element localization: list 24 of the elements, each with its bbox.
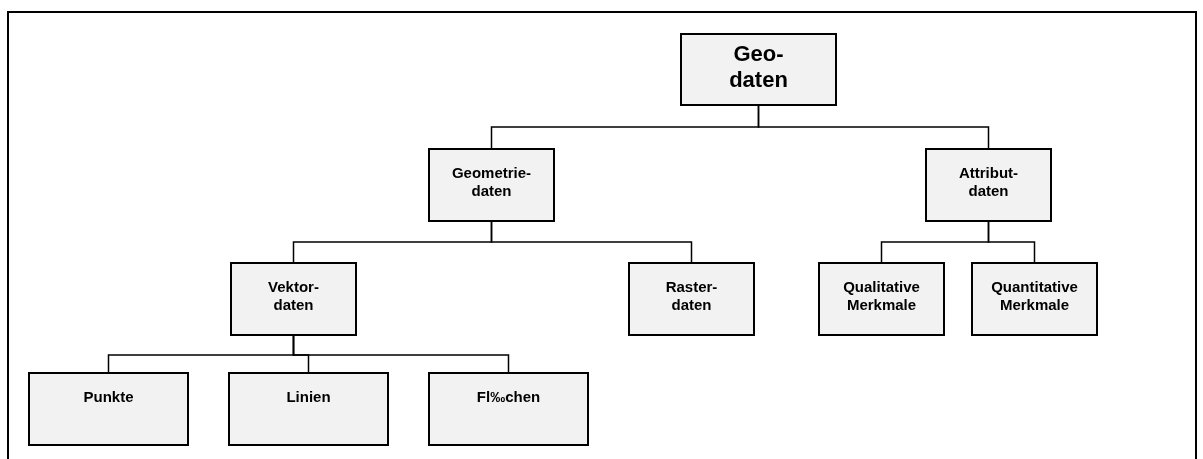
category-box xyxy=(228,372,389,446)
category-box xyxy=(680,33,837,106)
connector-line xyxy=(757,105,990,149)
node-label: Qualitative Merkmale xyxy=(842,278,921,314)
connector-line xyxy=(490,221,693,263)
node-label: Fl‰chen xyxy=(475,388,542,406)
node-label: Raster- daten xyxy=(664,278,719,314)
node-label: Geo- daten xyxy=(728,41,789,94)
node-label: Linien xyxy=(285,388,332,406)
connector-line xyxy=(292,335,510,373)
node-label: Vektor- daten xyxy=(267,278,320,314)
category-box xyxy=(230,262,357,336)
category-box xyxy=(428,148,555,222)
node-label: Geometrie- daten xyxy=(450,164,533,200)
category-box xyxy=(925,148,1052,222)
node-label: Punkte xyxy=(82,388,135,406)
category-box xyxy=(818,262,945,336)
category-box xyxy=(628,262,755,336)
connector-line xyxy=(987,221,1036,263)
node-label: Attribut- daten xyxy=(957,164,1020,200)
category-box xyxy=(971,262,1098,336)
node-label: Quantitative Merkmale xyxy=(990,278,1079,314)
category-box xyxy=(428,372,589,446)
category-box xyxy=(28,372,189,446)
